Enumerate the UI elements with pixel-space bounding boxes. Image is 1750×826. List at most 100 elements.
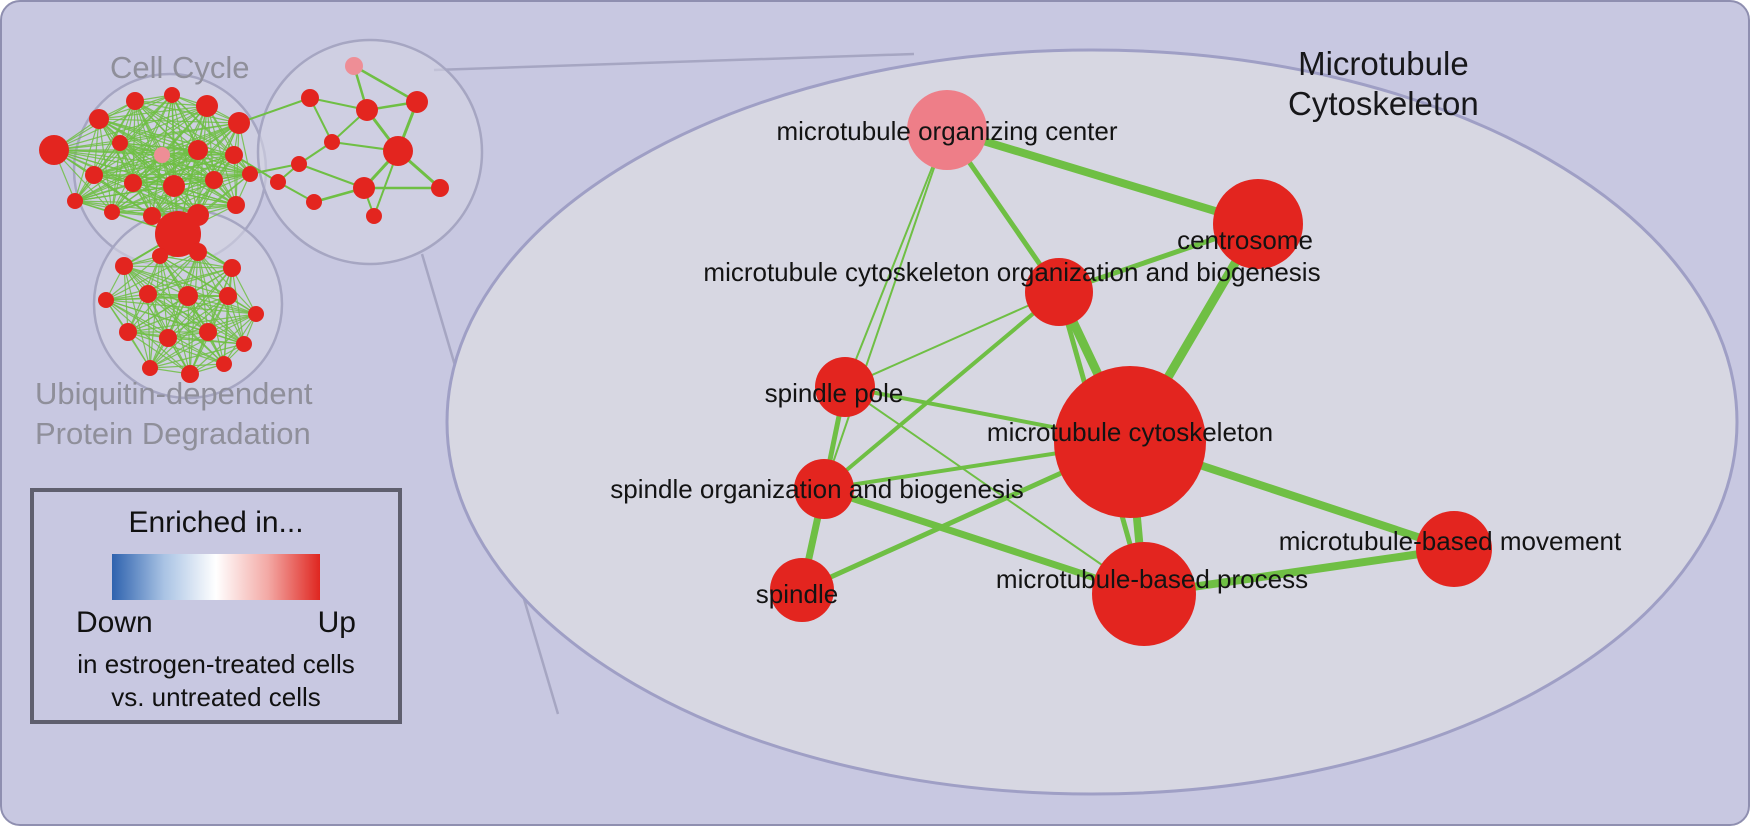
mini-edge <box>111 185 175 213</box>
mini-node-u3[interactable] <box>189 243 207 261</box>
mini-edge <box>187 295 257 315</box>
mini-node-u16[interactable] <box>216 356 232 372</box>
mini-edge <box>147 293 151 369</box>
mini-node-c8[interactable] <box>154 147 170 163</box>
mini-node-c15[interactable] <box>242 166 258 182</box>
node-orgbio[interactable] <box>1025 258 1093 326</box>
mini-node-m10[interactable] <box>306 194 322 210</box>
mini-node-u7[interactable] <box>178 286 198 306</box>
mini-node-u8[interactable] <box>219 287 237 305</box>
mini-edge <box>149 331 209 369</box>
mini-edge <box>132 105 208 184</box>
mini-edge <box>74 122 240 202</box>
mini-edge <box>189 343 245 375</box>
node-process[interactable] <box>1092 542 1196 646</box>
node-spindle_org[interactable] <box>794 459 854 519</box>
mini-edge <box>231 267 245 345</box>
legend-box: Enriched in... Down Up in estrogen-treat… <box>30 488 402 724</box>
mini-node-m1[interactable] <box>345 57 363 75</box>
mini-node-u10[interactable] <box>119 323 137 341</box>
mini-edge <box>206 105 251 175</box>
mini-node-c2[interactable] <box>89 109 109 129</box>
node-label-centrosome: centrosome <box>1177 225 1313 255</box>
mini-node-c11[interactable] <box>85 166 103 184</box>
mini-node-m3[interactable] <box>356 99 378 121</box>
mini-node-m11[interactable] <box>270 174 286 190</box>
mini-edge <box>159 255 225 365</box>
mini-node-u4[interactable] <box>223 259 241 277</box>
mini-node-u9[interactable] <box>248 306 264 322</box>
mini-node-m8[interactable] <box>431 179 449 197</box>
mini-node-c10[interactable] <box>225 146 243 164</box>
node-spindle_pole[interactable] <box>815 357 875 417</box>
mini-node-c14[interactable] <box>205 171 223 189</box>
mini-edge <box>132 182 237 206</box>
mini-node-c1[interactable] <box>39 135 69 165</box>
mini-node-m9[interactable] <box>353 177 375 199</box>
mini-node-u15[interactable] <box>181 365 199 383</box>
mini-edge <box>161 122 240 156</box>
mini-node-u2[interactable] <box>152 248 168 264</box>
mini-edge <box>235 122 240 206</box>
mini-edge <box>134 100 240 124</box>
edge-moc-spindle_pole <box>844 129 948 388</box>
mini-node-c4[interactable] <box>164 87 180 103</box>
node-label-spindle_pole: spindle pole <box>765 378 904 408</box>
cluster-circle-mtmini <box>256 38 484 266</box>
mini-node-c20[interactable] <box>67 193 83 209</box>
mini-node-m7[interactable] <box>383 136 413 166</box>
mini-edge <box>53 149 251 175</box>
mini-node-m12[interactable] <box>366 208 382 224</box>
mini-node-c19[interactable] <box>227 196 245 214</box>
mini-edge <box>119 105 208 144</box>
mini-node-u11[interactable] <box>159 329 177 347</box>
mini-node-m2[interactable] <box>301 89 319 107</box>
mini-node-u1[interactable] <box>115 257 133 275</box>
mini-node-u5[interactable] <box>98 292 114 308</box>
legend-caption-line1: in estrogen-treated cells <box>77 649 355 679</box>
node-centrosome[interactable] <box>1213 179 1303 269</box>
mini-node-u12[interactable] <box>199 323 217 341</box>
mini-edge <box>74 182 134 202</box>
mini-edge <box>111 204 237 213</box>
mini-node-c5[interactable] <box>196 95 218 117</box>
node-movement[interactable] <box>1416 511 1492 587</box>
mini-node-u13[interactable] <box>236 336 252 352</box>
edge-spindle_org-process <box>820 485 1148 598</box>
mini-edge <box>119 122 240 144</box>
mini-node-u14[interactable] <box>142 360 158 376</box>
mini-node-m5[interactable] <box>324 134 340 150</box>
node-mt_cyto[interactable] <box>1054 366 1206 518</box>
cluster-label-ubiquitin: Ubiquitin-dependent Protein Degradation <box>35 374 313 454</box>
ubiquitin-label-line2: Protein Degradation <box>35 416 311 451</box>
mini-node-m4[interactable] <box>406 91 428 113</box>
mini-edge <box>167 295 229 339</box>
mini-node-c12[interactable] <box>124 174 142 192</box>
node-label-spindle_org: spindle organization and biogenesis <box>610 474 1023 504</box>
mini-edge <box>98 118 113 213</box>
mini-edge <box>105 299 257 315</box>
mini-edge <box>197 251 209 333</box>
mini-edge <box>74 118 100 202</box>
mini-node-c6[interactable] <box>228 112 250 134</box>
mini-edge <box>147 293 209 333</box>
mini-edge <box>127 295 229 333</box>
mini-node-c13[interactable] <box>163 175 185 197</box>
mini-node-c17[interactable] <box>143 207 161 225</box>
node-label-movement: microtubule-based movement <box>1279 526 1622 556</box>
mini-node-m6[interactable] <box>291 156 307 172</box>
mini-edge <box>147 267 233 295</box>
mini-node-c7[interactable] <box>112 135 128 151</box>
mini-node-c3[interactable] <box>126 92 144 110</box>
mini-node-c21[interactable] <box>155 211 201 257</box>
mini-node-c16[interactable] <box>104 204 120 220</box>
node-spindle[interactable] <box>770 558 834 622</box>
mini-node-c9[interactable] <box>188 140 208 160</box>
mini-edge <box>167 337 245 345</box>
mini-edge <box>93 154 235 176</box>
mini-node-u6[interactable] <box>139 285 157 303</box>
mini-edge <box>123 265 189 297</box>
node-label-process: microtubule-based process <box>996 564 1308 594</box>
node-moc[interactable] <box>907 90 987 170</box>
